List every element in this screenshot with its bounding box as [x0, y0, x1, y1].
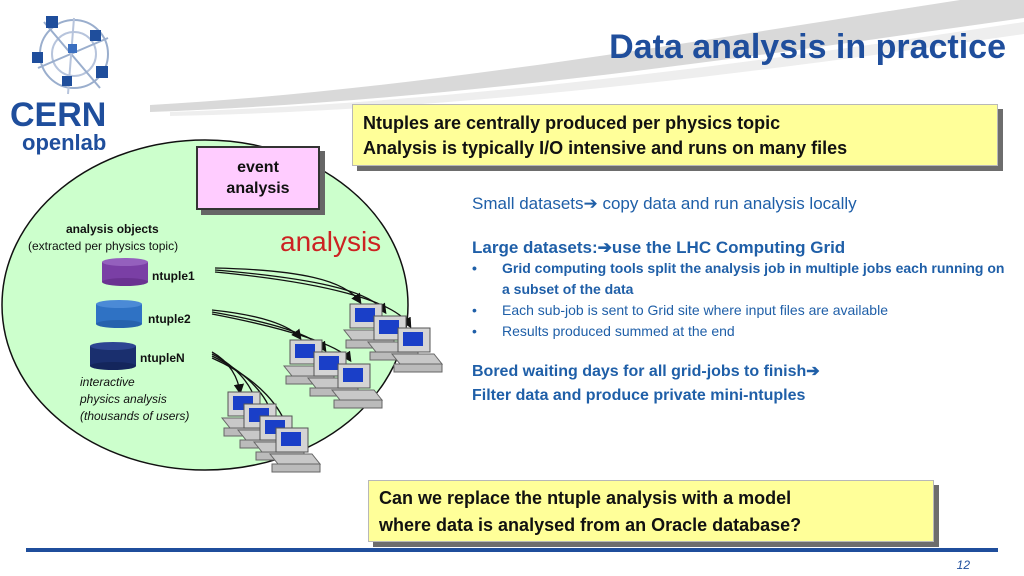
cern-openlab-logo: CERN openlab: [8, 8, 133, 158]
small-datasets-label: Small datasets: [472, 194, 584, 213]
interactive-line-3: (thousands of users): [80, 409, 190, 423]
logo-text-cern: CERN: [10, 96, 107, 134]
interactive-line-1: interactive: [80, 375, 135, 389]
small-datasets-line: Small datasets➔ copy data and run analys…: [472, 194, 1012, 214]
top-note-line-1: Ntuples are centrally produced per physi…: [363, 113, 781, 133]
bottom-note-line-2: where data is analysed from an Oracle da…: [379, 515, 802, 535]
arrow-right-icon: ➔: [597, 238, 612, 257]
analysis-objects-title: analysis objects: [66, 222, 159, 236]
ntupleN-label: ntupleN: [140, 351, 185, 365]
arrow-right-icon: ➔: [806, 363, 820, 380]
bullet-text: Grid computing tools split the analysis …: [502, 260, 1005, 297]
arrow-right-icon: ➔: [583, 194, 598, 213]
page-number: 12: [956, 558, 970, 572]
right-text-block: Small datasets➔ copy data and run analys…: [472, 194, 1012, 408]
ntuple2-cylinder: [96, 300, 142, 328]
header-swoosh: [150, 0, 1024, 116]
bullet-item: • Each sub-job is sent to Grid site where…: [472, 300, 1012, 321]
analysis-objects-subtitle: (extracted per physics topic): [28, 239, 179, 253]
ntuple2-label: ntuple2: [148, 312, 191, 326]
bullet-item: • Grid computing tools split the analysis…: [472, 258, 1012, 300]
bullet-dot-icon: •: [472, 260, 477, 276]
interactive-line-2: physics analysis: [80, 392, 167, 406]
top-note-line-2: Analysis is typically I/O intensive and …: [363, 138, 848, 158]
event-box-line-2: analysis: [226, 180, 290, 197]
footer-divider: [26, 548, 998, 552]
bullet-text: Each sub-job is sent to Grid site where …: [502, 302, 888, 318]
analysis-ellipse: [1, 139, 409, 471]
bottom-note-line-1: Can we replace the ntuple analysis with …: [379, 488, 792, 508]
bullet-dot-icon: •: [472, 302, 477, 318]
large-datasets-label: Large datasets:: [472, 238, 598, 257]
bored-line: Bored waiting days for all grid-jobs to …: [472, 360, 1012, 384]
analysis-label: analysis: [280, 226, 382, 257]
bored-text: Bored waiting days for all grid-jobs to …: [472, 363, 807, 380]
bullet-dot-icon: •: [472, 323, 477, 339]
logo-text-openlab: openlab: [22, 130, 107, 155]
small-datasets-text: copy data and run analysis locally: [597, 194, 857, 213]
event-box-line-1: event: [237, 159, 279, 176]
event-analysis-box: event analysis: [196, 146, 320, 210]
interactive-analysis-label: interactive physics analysis (thousands …: [80, 374, 189, 425]
bottom-note-box: Can we replace the ntuple analysis with …: [368, 480, 934, 542]
ntupleN-cylinder: [90, 342, 136, 370]
bullet-item: • Results produced summed at the end: [472, 321, 1012, 342]
filter-line: Filter data and produce private mini-ntu…: [472, 387, 806, 404]
page-title: Data analysis in practice: [609, 28, 1006, 66]
large-datasets-text: use the LHC Computing Grid: [611, 238, 846, 257]
cern-logo-icon: [32, 16, 109, 95]
ntuple1-label: ntuple1: [152, 269, 195, 283]
analysis-diagram: [1, 139, 443, 473]
large-datasets-line: Large datasets:➔use the LHC Computing Gr…: [472, 238, 1012, 258]
bullet-text: Results produced summed at the end: [502, 323, 735, 339]
top-note-box: Ntuples are centrally produced per physi…: [352, 104, 998, 166]
ntuple1-cylinder: [102, 258, 148, 286]
